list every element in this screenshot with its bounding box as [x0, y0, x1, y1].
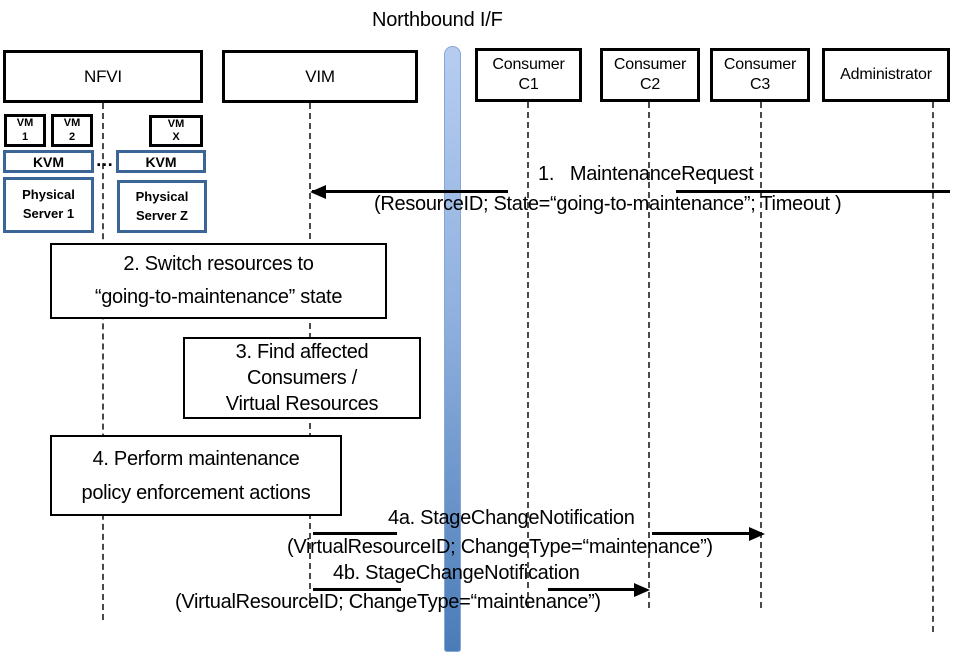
actor-box-administrator: Administrator [822, 48, 950, 102]
actor-label-consumer-c2-id: C2 [639, 76, 661, 93]
message-1-line-left [312, 190, 508, 193]
kvm-left-box: KVM [3, 150, 94, 173]
actor-box-consumer-c3: Consumer C3 [710, 48, 810, 102]
step-3-line1: 3. Find affected [235, 341, 369, 363]
ellipsis-label: … [95, 150, 115, 170]
physical-server-1-box: Physical Server 1 [3, 177, 94, 233]
actor-label-nfvi: NFVI [84, 66, 122, 86]
lifeline-consumer-c1 [527, 102, 529, 608]
message-1-params: (ResourceID; State=“going-to-maintenance… [374, 193, 842, 215]
lifeline-consumer-c3 [760, 102, 762, 608]
lifeline-administrator [932, 102, 934, 632]
vm-1-label-line1: VM [16, 117, 34, 130]
actor-label-consumer-c3-name: Consumer [723, 56, 797, 73]
message-4b-params: (VirtualResourceID; ChangeType=“maintena… [175, 591, 601, 613]
physical-server-z-line1: Physical [135, 188, 189, 204]
message-4a-params: (VirtualResourceID; ChangeType=“maintena… [287, 536, 713, 558]
vm-1-box: VM 1 [4, 114, 46, 147]
message-1-arrowhead-icon [310, 185, 326, 199]
message-4b-line-left [313, 588, 401, 591]
physical-server-z-line2: Server Z [135, 207, 189, 223]
message-4a-line-left [313, 532, 397, 535]
physical-server-1-line1: Physical [22, 187, 75, 203]
actor-box-nfvi: NFVI [3, 50, 203, 103]
vm-x-label-line2: X [172, 131, 180, 143]
message-4a-title: 4a. StageChangeNotification [388, 507, 635, 529]
vm-2-label-line2: 2 [68, 130, 76, 143]
message-4b-line-right [548, 588, 636, 591]
northbound-if-title: Northbound I/F [372, 9, 503, 31]
message-4a-line-right [652, 532, 752, 535]
message-4b-title: 4b. StageChangeNotification [333, 562, 580, 584]
step-4-line2: policy enforcement actions [81, 481, 311, 504]
message-1-title: 1. MaintenanceRequest [538, 163, 754, 185]
actor-label-vim: VIM [305, 66, 335, 86]
step-3-box: 3. Find affected Consumers / Virtual Res… [183, 337, 421, 419]
vm-2-box: VM 2 [51, 114, 93, 147]
kvm-right-label: KVM [145, 153, 177, 170]
vm-x-label-line1: VM [167, 117, 185, 130]
step-3-line3: Virtual Resources [225, 393, 379, 415]
step-2-box: 2. Switch resources to “going-to-mainten… [50, 243, 387, 319]
actor-box-consumer-c1: Consumer C1 [475, 48, 582, 102]
physical-server-z-box: Physical Server Z [117, 180, 207, 233]
actor-label-consumer-c3-id: C3 [749, 76, 771, 93]
vm-1-label-line2: 1 [21, 130, 29, 143]
message-4b-arrowhead-icon [634, 583, 650, 597]
northbound-if-bar [444, 46, 461, 652]
message-1-line-right [676, 190, 950, 193]
step-2-line2: “going-to-maintenance” state [94, 286, 343, 308]
message-4a-arrowhead-icon [749, 527, 765, 541]
kvm-left-label: KVM [32, 153, 65, 170]
physical-server-1-line2: Server 1 [22, 206, 75, 221]
actor-label-consumer-c2-name: Consumer [613, 56, 687, 73]
step-4-box: 4. Perform maintenance policy enforcemen… [50, 435, 342, 516]
step-2-line1: 2. Switch resources to [123, 253, 314, 275]
lifeline-consumer-c2 [648, 102, 650, 608]
actor-label-consumer-c1-name: Consumer [492, 56, 565, 73]
step-3-line2: Consumers / [246, 367, 358, 389]
actor-label-administrator: Administrator [840, 66, 932, 83]
actor-label-consumer-c1-id: C1 [518, 76, 539, 93]
step-4-line1: 4. Perform maintenance [92, 447, 300, 470]
actor-box-consumer-c2: Consumer C2 [600, 48, 700, 102]
kvm-right-box: KVM [116, 150, 206, 173]
actor-box-vim: VIM [222, 50, 418, 103]
vm-x-box: VM X [149, 115, 203, 147]
vm-2-label-line1: VM [63, 117, 81, 130]
lifeline-nfvi [102, 103, 104, 620]
